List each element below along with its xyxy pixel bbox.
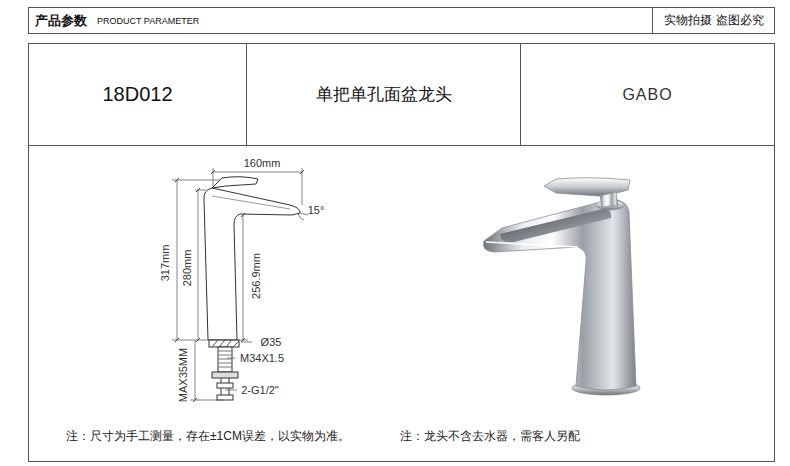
note-text: 注：尺寸为手工测量，存在±1CM误差，以实物为准。	[66, 430, 350, 443]
faucet-handle-outline	[212, 177, 258, 188]
base-flange	[209, 340, 239, 347]
header-subtitle: PRODUCT PARAMETER	[97, 16, 199, 26]
diameter-label: Ø35	[261, 336, 282, 348]
dimension-label: MAX35MM	[177, 348, 189, 402]
lock-nut	[212, 372, 238, 378]
faucet-photo	[483, 178, 640, 395]
dimension-label: 317mm	[159, 245, 171, 282]
notice-text: 实物拍摄 盗图必究	[664, 12, 763, 29]
thread-label: M34X1.5	[240, 352, 284, 364]
dimension-label: 256.9mm	[250, 253, 262, 299]
hose-fitting	[217, 383, 233, 388]
model-cell: 18D012	[29, 44, 247, 145]
dimension-ticks	[175, 170, 304, 402]
model-number: 18D012	[102, 83, 172, 106]
outer-frame	[29, 44, 775, 462]
hose-end	[217, 395, 233, 400]
header-title: 产品参数	[35, 12, 87, 30]
row-divider	[29, 145, 775, 146]
thread-lines	[218, 351, 232, 367]
header-bar: 产品参数 PRODUCT PARAMETER 实物拍摄 盗图必究	[28, 7, 775, 34]
connector-label: 2-G1/2"	[241, 384, 279, 396]
faucet-body-outline	[204, 188, 300, 340]
base-hatch	[212, 340, 239, 347]
dimension-label: 280mm	[181, 250, 193, 287]
brand-cell: GABO	[521, 44, 774, 145]
brand-logo: GABO	[622, 86, 672, 104]
faucet-outline-drawing	[204, 177, 300, 400]
header-notice-cell: 实物拍摄 盗图必究	[652, 8, 775, 33]
dimension-label: 160mm	[244, 157, 281, 169]
threaded-rod	[218, 347, 232, 372]
angle-label: 15°	[308, 204, 325, 216]
product-name: 单把单孔面盆龙头	[316, 83, 452, 106]
table-frame	[29, 44, 775, 462]
dimension-lines	[172, 168, 308, 400]
product-name-cell: 单把单孔面盆龙头	[247, 44, 521, 145]
spout-edge	[212, 196, 290, 209]
note-text: 注：龙头不含去水器，需客人另配	[400, 430, 580, 443]
